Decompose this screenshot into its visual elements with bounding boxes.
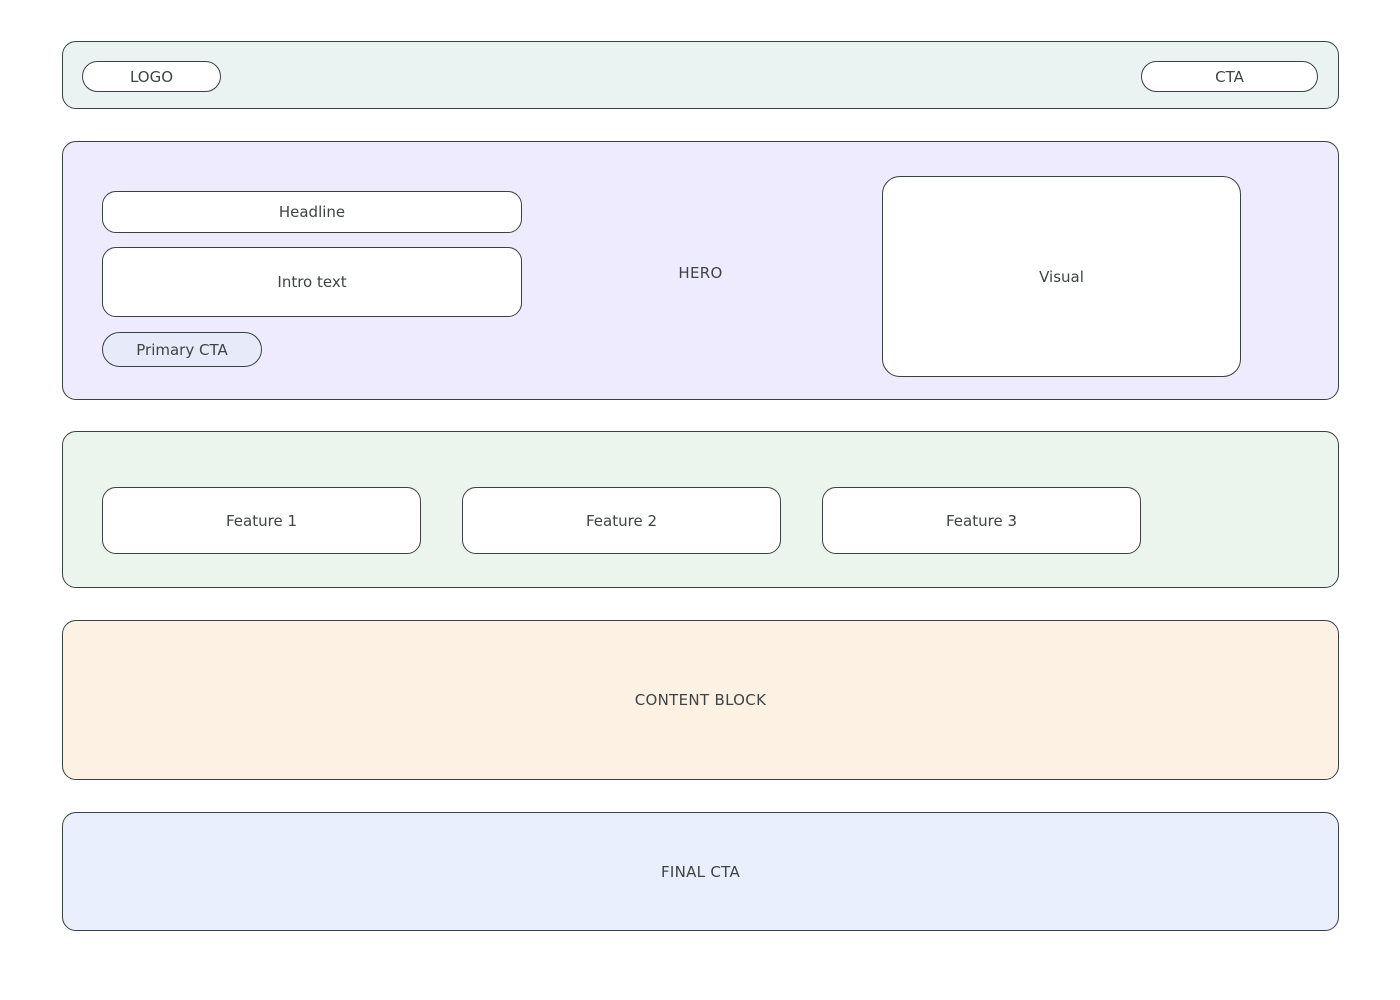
top-bar: LOGO CTA bbox=[62, 41, 1339, 109]
feature-card-3: Feature 3 bbox=[822, 487, 1141, 554]
hero-section: Headline Intro text Primary CTA HERO Vis… bbox=[62, 141, 1339, 400]
hero-section-label: HERO bbox=[678, 264, 723, 282]
feature-card-1: Feature 1 bbox=[102, 487, 421, 554]
logo-pill[interactable]: LOGO bbox=[82, 61, 221, 92]
features-section: Feature 1 Feature 2 Feature 3 bbox=[62, 431, 1339, 588]
hero-visual-placeholder: Visual bbox=[882, 176, 1241, 377]
header-cta-button[interactable]: CTA bbox=[1141, 61, 1318, 92]
final-cta-section: FINAL CTA bbox=[62, 812, 1339, 931]
content-block-label: CONTENT BLOCK bbox=[634, 691, 767, 709]
headline-placeholder: Headline bbox=[102, 191, 522, 233]
final-cta-label: FINAL CTA bbox=[660, 862, 741, 881]
primary-cta-button[interactable]: Primary CTA bbox=[102, 332, 262, 367]
content-block-section: CONTENT BLOCK bbox=[62, 620, 1339, 780]
feature-card-2: Feature 2 bbox=[462, 487, 781, 554]
intro-text-placeholder: Intro text bbox=[102, 247, 522, 317]
